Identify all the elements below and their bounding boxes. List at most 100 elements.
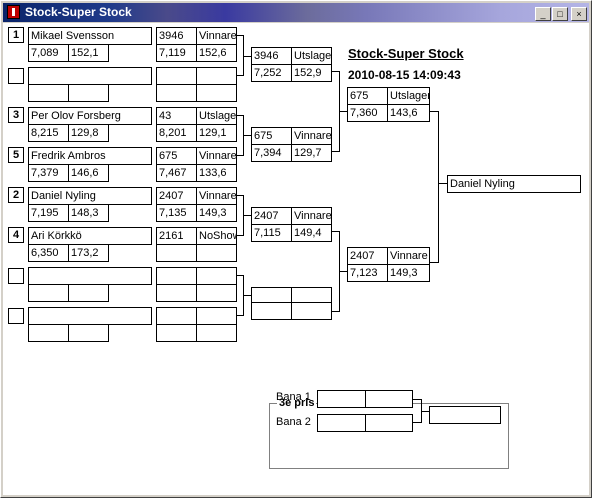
result[interactable]: Vinnare	[196, 147, 237, 165]
reaction-time[interactable]	[28, 284, 69, 302]
reaction-time[interactable]: 7,089	[28, 44, 69, 62]
winner-name[interactable]: Daniel Nyling	[447, 175, 581, 193]
result[interactable]: NoShow	[196, 227, 237, 245]
reaction-time[interactable]: 7,360	[347, 104, 388, 122]
title-bar[interactable]: Stock-Super Stock _ □ ×	[3, 3, 589, 22]
speed[interactable]: 152,6	[196, 44, 237, 62]
car-number[interactable]	[156, 67, 197, 85]
speed[interactable]: 143,6	[387, 104, 430, 122]
car-number[interactable]: 2161	[156, 227, 197, 245]
maximize-button[interactable]: □	[552, 7, 568, 21]
close-button[interactable]: ×	[571, 7, 587, 21]
bracket-line	[413, 399, 421, 400]
third-place-result[interactable]	[429, 406, 501, 424]
car-number[interactable]	[156, 307, 197, 325]
app-icon[interactable]	[7, 5, 20, 19]
speed[interactable]: 129,7	[291, 144, 332, 162]
speed[interactable]: 146,6	[68, 164, 109, 182]
reaction-time[interactable]: 7,115	[251, 224, 292, 242]
driver-name[interactable]: Mikael Svensson	[28, 27, 152, 45]
speed[interactable]	[196, 324, 237, 342]
car-number[interactable]: 3946	[156, 27, 197, 45]
reaction-time[interactable]: 7,379	[28, 164, 69, 182]
reaction-time[interactable]	[156, 244, 197, 262]
speed[interactable]: 133,6	[196, 164, 237, 182]
result[interactable]: Vinnare	[196, 187, 237, 205]
driver-name[interactable]: Daniel Nyling	[28, 187, 152, 205]
car-number[interactable]: 2407	[347, 247, 388, 265]
car-number[interactable]: 43	[156, 107, 197, 125]
result[interactable]: Vinnare	[291, 127, 332, 145]
reaction-time[interactable]: 8,215	[28, 124, 69, 142]
speed[interactable]	[196, 84, 237, 102]
seed-box[interactable]: 3	[8, 107, 24, 123]
result[interactable]	[196, 267, 237, 285]
driver-name[interactable]: Ari Körkkö	[28, 227, 152, 245]
seed-box[interactable]	[8, 268, 24, 284]
reaction-time[interactable]	[156, 284, 197, 302]
lane2-input-b[interactable]	[365, 414, 413, 432]
result[interactable]	[196, 67, 237, 85]
result[interactable]: Utslager	[196, 107, 237, 125]
reaction-time[interactable]: 7,123	[347, 264, 388, 282]
speed[interactable]: 149,4	[291, 224, 332, 242]
result[interactable]: Vinnare	[387, 247, 430, 265]
reaction-time[interactable]: 7,119	[156, 44, 197, 62]
seed-box[interactable]	[8, 68, 24, 84]
reaction-time[interactable]: 7,252	[251, 64, 292, 82]
speed[interactable]: 149,3	[387, 264, 430, 282]
car-number[interactable]: 2407	[251, 207, 292, 225]
reaction-time[interactable]	[251, 302, 292, 320]
seed-box[interactable]: 2	[8, 187, 24, 203]
driver-name[interactable]	[28, 307, 152, 325]
speed[interactable]: 149,3	[196, 204, 237, 222]
speed[interactable]: 152,1	[68, 44, 109, 62]
reaction-time[interactable]	[28, 84, 69, 102]
seed-box[interactable]	[8, 308, 24, 324]
speed[interactable]: 129,8	[68, 124, 109, 142]
seed-box[interactable]: 4	[8, 227, 24, 243]
lane2-input-a[interactable]	[317, 414, 366, 432]
speed[interactable]	[196, 244, 237, 262]
driver-name[interactable]: Fredrik Ambros	[28, 147, 152, 165]
car-number[interactable]: 2407	[156, 187, 197, 205]
lane1-input-a[interactable]	[317, 390, 366, 408]
result[interactable]: Utslager	[291, 47, 332, 65]
speed[interactable]: 129,1	[196, 124, 237, 142]
bracket-line	[413, 422, 421, 423]
result[interactable]	[196, 307, 237, 325]
reaction-time[interactable]	[156, 324, 197, 342]
reaction-time[interactable]: 7,135	[156, 204, 197, 222]
car-number[interactable]	[156, 267, 197, 285]
speed[interactable]	[291, 302, 332, 320]
driver-name[interactable]	[28, 267, 152, 285]
reaction-time[interactable]	[28, 324, 69, 342]
reaction-time[interactable]: 8,201	[156, 124, 197, 142]
speed[interactable]: 148,3	[68, 204, 109, 222]
seed-box[interactable]: 1	[8, 27, 24, 43]
reaction-time[interactable]: 7,467	[156, 164, 197, 182]
speed[interactable]: 173,2	[68, 244, 109, 262]
reaction-time[interactable]: 7,195	[28, 204, 69, 222]
speed[interactable]	[68, 284, 109, 302]
speed[interactable]	[68, 84, 109, 102]
car-number[interactable]: 3946	[251, 47, 292, 65]
speed[interactable]	[196, 284, 237, 302]
driver-name[interactable]	[28, 67, 152, 85]
result[interactable]: Utslager	[387, 87, 430, 105]
seed-box[interactable]: 5	[8, 147, 24, 163]
result[interactable]: Vinnare	[196, 27, 237, 45]
reaction-time[interactable]	[156, 84, 197, 102]
lane2-label: Bana 2	[276, 416, 311, 428]
speed[interactable]: 152,9	[291, 64, 332, 82]
speed[interactable]	[68, 324, 109, 342]
minimize-button[interactable]: _	[535, 7, 551, 21]
lane1-input-b[interactable]	[365, 390, 413, 408]
result[interactable]: Vinnare	[291, 207, 332, 225]
reaction-time[interactable]: 6,350	[28, 244, 69, 262]
car-number[interactable]: 675	[347, 87, 388, 105]
reaction-time[interactable]: 7,394	[251, 144, 292, 162]
driver-name[interactable]: Per Olov Forsberg	[28, 107, 152, 125]
car-number[interactable]: 675	[251, 127, 292, 145]
car-number[interactable]: 675	[156, 147, 197, 165]
